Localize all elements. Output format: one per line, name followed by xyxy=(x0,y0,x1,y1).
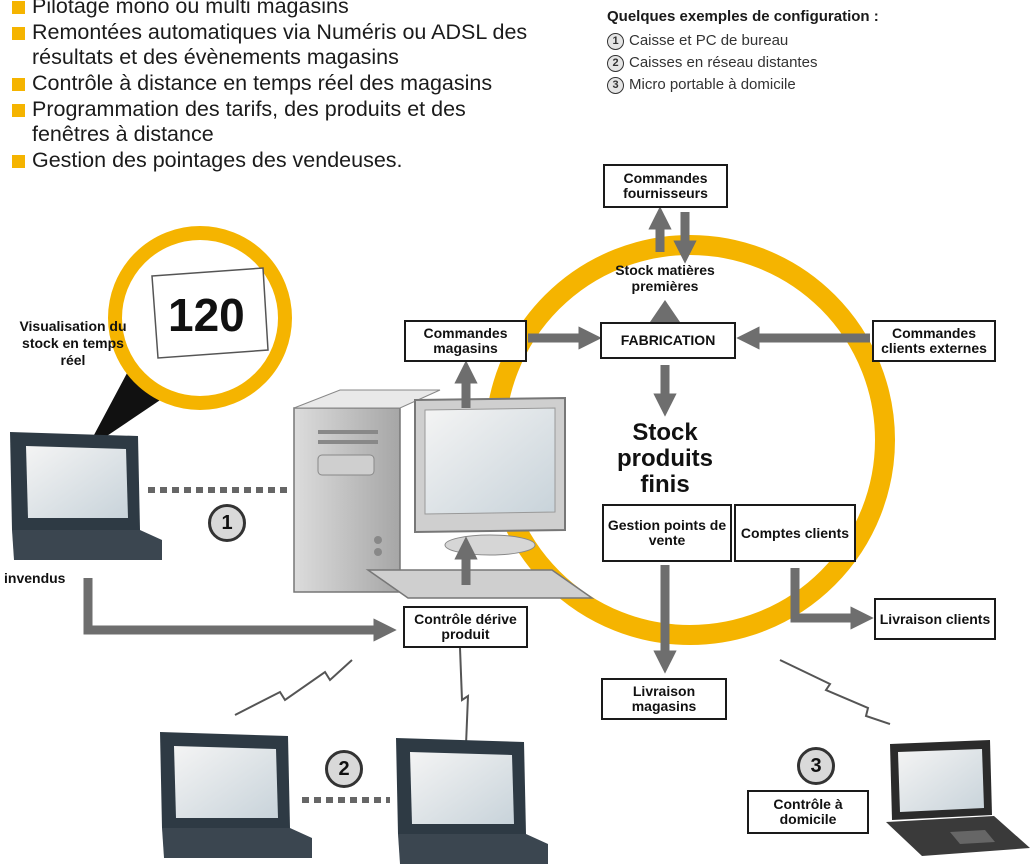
bullet-square-icon xyxy=(12,1,25,14)
wireless-link xyxy=(459,647,470,746)
wireless-link xyxy=(779,659,891,725)
box-controle-derive-produit: Contrôle dérive produit xyxy=(403,606,528,648)
box-livraison-clients: Livraison clients xyxy=(874,598,996,640)
bullet-square-icon xyxy=(12,104,25,117)
pos-terminal-icon xyxy=(160,732,312,858)
number-badge: 3 xyxy=(607,76,624,94)
bullet-square-icon xyxy=(12,78,25,91)
bullet-square-icon xyxy=(12,155,25,168)
box-commandes-magasins: Commandes magasins xyxy=(404,320,527,362)
feature-item: Programmation des tarifs, des produits e… xyxy=(10,97,530,147)
stock-mp-peak xyxy=(650,300,680,322)
invendus-label: invendus xyxy=(4,570,66,586)
zoom-card xyxy=(151,267,269,359)
flow-arrows xyxy=(83,206,874,674)
box-fabrication: FABRICATION xyxy=(600,322,736,359)
number-badge: 2 xyxy=(607,54,624,72)
keyboard-icon xyxy=(365,569,595,599)
stock-matieres-label: Stock matières premières xyxy=(615,262,715,294)
box-commandes-clients-externes: Commandes clients externes xyxy=(872,320,996,362)
box-comptes-clients: Comptes clients xyxy=(734,504,856,562)
desktop-monitor-icon xyxy=(414,396,566,556)
feature-item: Remontées automatiques via Numéris ou AD… xyxy=(10,20,530,70)
pos-terminal-icon xyxy=(10,432,162,560)
marker-1: 1 xyxy=(208,504,246,542)
desktop-tower-icon xyxy=(293,389,441,593)
feature-item: Pilotage mono ou multi magasins xyxy=(10,0,530,19)
pos-terminal-icon xyxy=(396,738,548,864)
marker-3: 3 xyxy=(797,747,835,785)
bullet-square-icon xyxy=(12,27,25,40)
feature-item: Contrôle à distance en temps réel des ma… xyxy=(10,71,530,96)
arrow xyxy=(790,568,874,630)
laptop-icon xyxy=(886,740,1030,856)
stock-produits-label: Stock produits finis xyxy=(617,419,713,498)
box-controle-domicile: Contrôle à domicile xyxy=(747,790,869,834)
feature-item: Gestion des pointages des vendeuses. xyxy=(10,148,530,173)
box-commandes-fournisseurs: Commandes fournisseurs xyxy=(603,164,728,208)
visualisation-label: Visualisation du stock en temps réel xyxy=(19,318,127,368)
number-badge: 1 xyxy=(607,32,624,50)
stock-counter: 120 xyxy=(168,289,245,341)
marker-2: 2 xyxy=(325,750,363,788)
wireless-link xyxy=(234,659,353,716)
configuration-title: Quelques exemples de configuration : xyxy=(607,8,879,25)
box-gestion-points-vente: Gestion points de vente xyxy=(602,504,732,562)
box-livraison-magasins: Livraison magasins xyxy=(601,678,727,720)
arrow xyxy=(83,578,397,642)
feature-list: Pilotage mono ou multi magasins Remontée… xyxy=(10,0,530,174)
